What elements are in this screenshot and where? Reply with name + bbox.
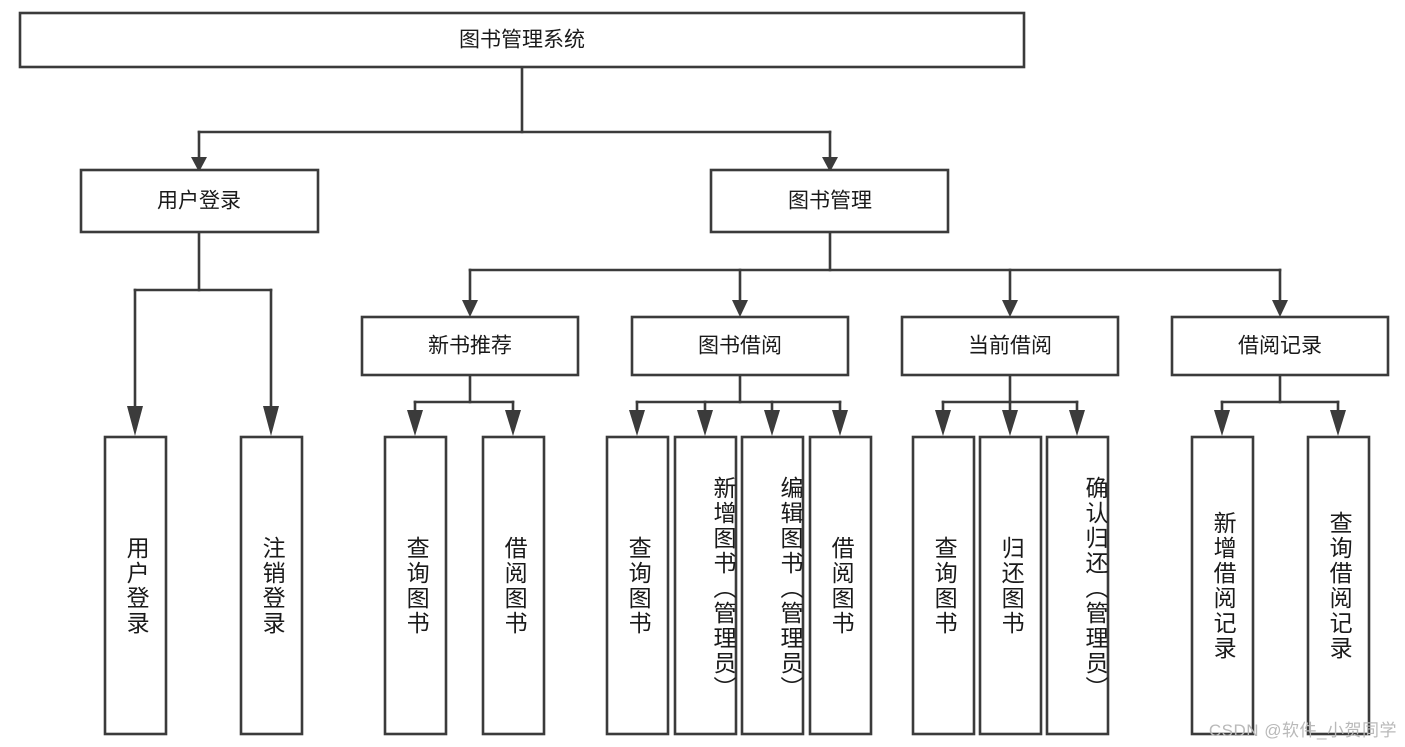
connector-group (127, 65, 1346, 436)
arrow-head-cb-3 (1069, 410, 1085, 436)
node-new-book-recommend[interactable]: 新书推荐 (360, 315, 580, 377)
leaf-box-br-query-record[interactable] (1306, 435, 1371, 736)
arrow-head-borrow-record (1272, 300, 1288, 317)
arrow-head-book-borrow (732, 300, 748, 317)
leaf-box-bb-add-book[interactable] (673, 435, 738, 736)
watermark-text: CSDN @软件_小贺同学 (1208, 721, 1397, 740)
arrow-head-current-borrow (1002, 300, 1018, 317)
leaf-box-br-add-record[interactable] (1190, 435, 1255, 736)
node-book-manage-label: 图书管理 (788, 190, 872, 213)
leaf-box-logout[interactable] (239, 435, 304, 736)
leaf-box-cb-query-book[interactable] (911, 435, 976, 736)
node-root[interactable]: 图书管理系统 (18, 11, 1026, 69)
arrow-head-br-2 (1330, 410, 1346, 436)
node-new-book-recommend-box[interactable] (360, 315, 580, 377)
node-user-login-box[interactable] (79, 168, 320, 234)
arrow-head-new-book (462, 300, 478, 317)
node-current-borrow-box[interactable] (900, 315, 1120, 377)
node-root-label: 图书管理系统 (459, 29, 585, 52)
node-root-box[interactable] (18, 11, 1026, 69)
node-user-login-label: 用户登录 (157, 190, 241, 213)
arrow-head-cb-2 (1002, 410, 1018, 436)
leaf-box-user-login[interactable] (103, 435, 168, 736)
leaf-box-cb-return-book[interactable] (978, 435, 1043, 736)
node-current-borrow[interactable]: 当前借阅 (900, 315, 1120, 377)
leaf-box-group (103, 435, 1371, 736)
leaf-box-bb-edit-book[interactable] (740, 435, 805, 736)
arrow-head-nb-1 (407, 410, 423, 436)
arrow-head-bb-3 (764, 410, 780, 436)
leaf-box-bb-query-book[interactable] (605, 435, 670, 736)
node-book-manage[interactable]: 图书管理 (709, 168, 950, 234)
node-book-borrow[interactable]: 图书借阅 (630, 315, 850, 377)
arrow-head-ul-2 (263, 406, 279, 436)
arrow-head-bb-2 (697, 410, 713, 436)
node-book-borrow-box[interactable] (630, 315, 850, 377)
node-new-book-recommend-label: 新书推荐 (428, 335, 512, 358)
node-borrow-record[interactable]: 借阅记录 (1170, 315, 1390, 377)
arrow-head-nb-2 (505, 410, 521, 436)
leaf-box-cb-confirm-return[interactable] (1045, 435, 1110, 736)
arrow-head-bb-1 (629, 410, 645, 436)
arrow-head-book-manage (822, 157, 838, 172)
arrow-head-cb-1 (935, 410, 951, 436)
leaf-box-bb-borrow-book[interactable] (808, 435, 873, 736)
node-book-borrow-label: 图书借阅 (698, 335, 782, 358)
node-book-manage-box[interactable] (709, 168, 950, 234)
arrow-head-ul-1 (127, 406, 143, 436)
node-current-borrow-label: 当前借阅 (968, 335, 1052, 358)
leaf-box-nb-borrow-book[interactable] (481, 435, 546, 736)
node-user-login[interactable]: 用户登录 (79, 168, 320, 234)
arrow-head-bb-4 (832, 410, 848, 436)
leaf-box-nb-query-book[interactable] (383, 435, 448, 736)
node-borrow-record-box[interactable] (1170, 315, 1390, 377)
arrow-head-user-login (191, 157, 207, 172)
arrow-head-br-1 (1214, 410, 1230, 436)
node-borrow-record-label: 借阅记录 (1238, 335, 1322, 358)
